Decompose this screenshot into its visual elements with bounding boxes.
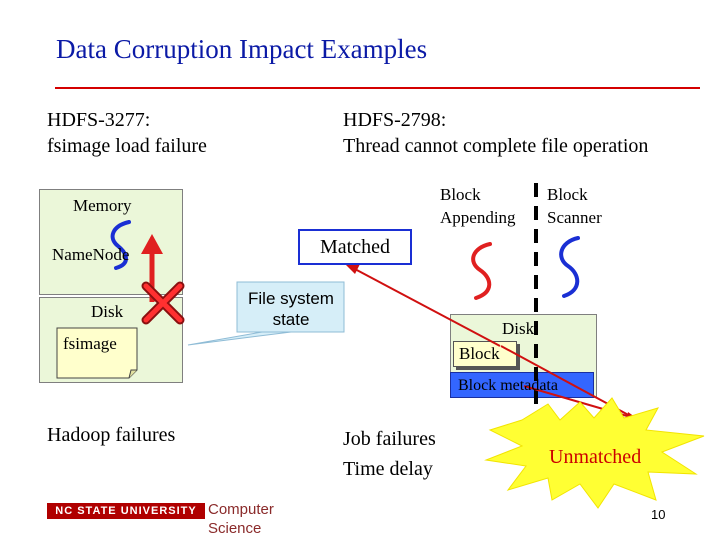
matched-box: Matched [298,229,412,265]
block-metadata-label: Block metadata [458,377,558,395]
matched-label: Matched [320,236,390,258]
block-label: Block [459,344,500,364]
department-label: Computer Science [208,500,274,538]
left-disk-label: Disk [91,302,123,322]
department-line1: Computer [208,500,274,519]
fsimage-label: fsimage [63,334,117,354]
right-outcome: Job failures Time delay [343,424,436,484]
memory-label: Memory [73,196,132,216]
squiggle-thread-blue-icon [561,238,578,296]
university-logo: NC STATE UNIVERSITY [47,503,205,519]
page-number: 10 [651,507,665,522]
unmatched-label: Unmatched [549,446,641,469]
left-outcome: Hadoop failures [47,424,175,447]
arrow-to-matched [353,268,500,346]
callout-tail [188,332,291,345]
callout-text: File system state [240,288,342,330]
right-outcome-line2: Time delay [343,454,436,484]
squiggle-thread-red-icon [473,244,490,298]
thread1-label: Block Appending [440,183,530,229]
red-arrow-head [141,234,163,254]
namenode-label: NameNode [52,245,129,265]
right-outcome-line1: Job failures [343,424,436,454]
red-x-icon [146,286,180,320]
right-disk-label: Disk [502,319,534,339]
thread2-label: Block Scanner [547,183,619,229]
department-line2: Science [208,519,274,538]
